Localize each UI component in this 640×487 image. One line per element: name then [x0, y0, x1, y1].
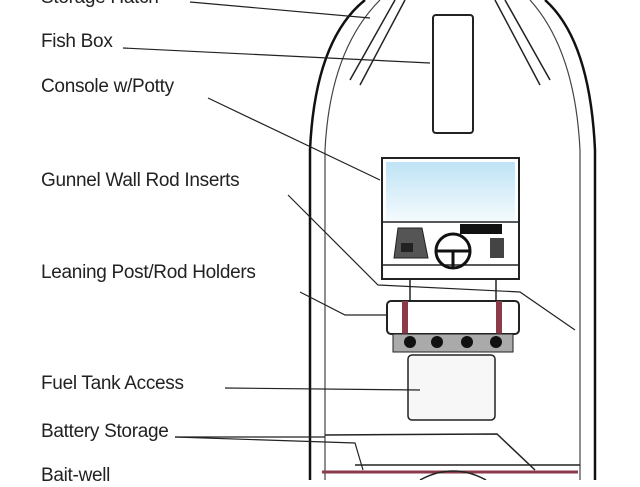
- label-leaning-post: Leaning Post/Rod Holders: [41, 262, 256, 283]
- label-bait-well: Bait-well: [41, 465, 111, 486]
- leader-lines: [122, 1, 576, 471]
- label-fuel-tank: Fuel Tank Access: [41, 373, 184, 394]
- console: [381, 157, 520, 300]
- battery-storage: [322, 433, 580, 480]
- label-gunnel-rod-inserts: Gunnel Wall Rod Inserts: [41, 170, 240, 191]
- label-fish-box: Fish Box: [41, 31, 113, 52]
- fish-box: [432, 14, 474, 134]
- label-storage-hatch: Storage Hatch: [41, 0, 159, 9]
- label-console: Console w/Potty: [41, 76, 174, 97]
- steering-wheel-icon: [434, 232, 472, 270]
- hull: [308, 0, 597, 480]
- label-battery-storage: Battery Storage: [41, 421, 169, 442]
- storage-hatch: [349, 0, 551, 86]
- fuel-tank-access: [407, 354, 496, 421]
- leaning-post: [386, 300, 520, 353]
